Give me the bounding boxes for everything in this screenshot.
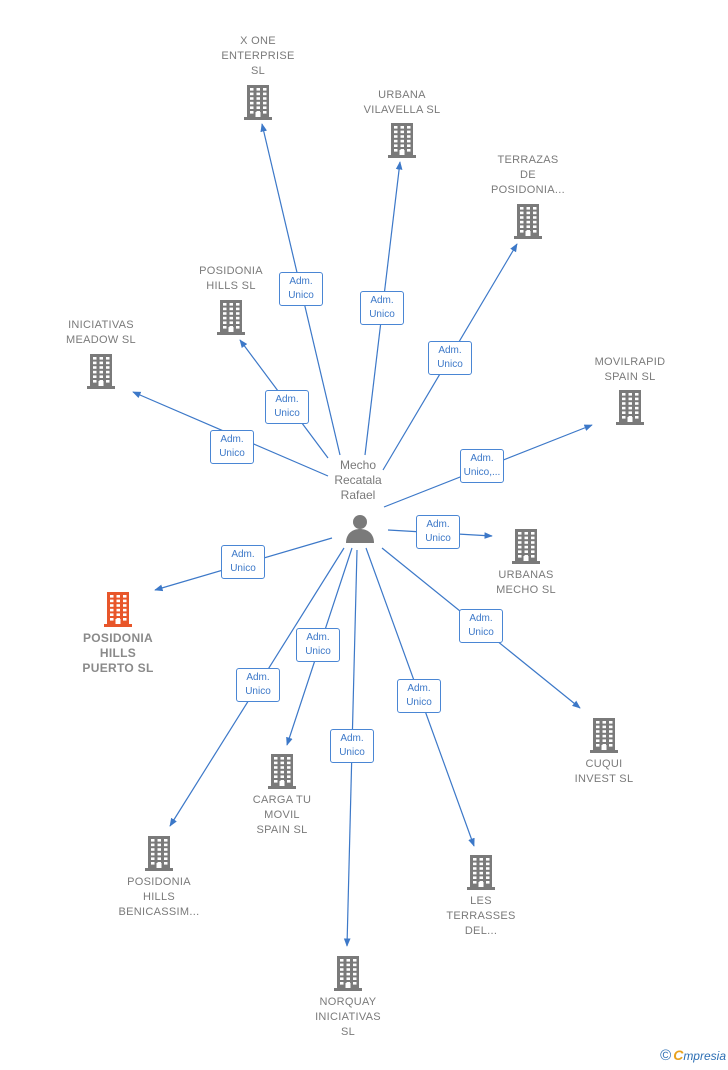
company-name[interactable]: LES TERRASSES DEL... — [446, 895, 516, 937]
building-icon[interactable] — [144, 835, 174, 871]
company-name[interactable]: MOVILRAPID SPAIN SL — [594, 356, 666, 383]
center-person-name[interactable]: Mecho Recatala Rafael — [334, 458, 382, 502]
relationship-label-posidonia-hills[interactable]: Adm. Unico — [265, 390, 309, 424]
relationship-label-posidonia-hills-benicassim[interactable]: Adm. Unico — [236, 668, 280, 702]
company-name[interactable]: POSIDONIA HILLS SL — [199, 265, 263, 292]
relationship-label-norquay-iniciativas[interactable]: Adm. Unico — [330, 729, 374, 763]
company-name[interactable]: X ONE ENTERPRISE SL — [221, 35, 295, 77]
company-name[interactable]: URBANA VILAVELLA SL — [363, 89, 441, 116]
relationship-label-les-terrasses[interactable]: Adm. Unico — [397, 679, 441, 713]
person-icon[interactable] — [344, 512, 376, 544]
building-icon[interactable] — [267, 753, 297, 789]
brand-logo-text: mpresia — [683, 1049, 726, 1063]
building-icon[interactable] — [511, 528, 541, 564]
company-name[interactable]: CARGA TU MOVIL SPAIN SL — [252, 794, 312, 836]
relationship-label-cuqui-invest[interactable]: Adm. Unico — [459, 609, 503, 643]
company-name[interactable]: POSIDONIA HILLS BENICASSIM... — [118, 876, 200, 918]
building-icon[interactable] — [513, 203, 543, 239]
company-name[interactable]: TERRAZAS DE POSIDONIA... — [491, 154, 565, 196]
relationship-label-urbanas-mecho[interactable]: Adm. Unico — [416, 515, 460, 549]
copyright-icon: © — [660, 1047, 672, 1064]
building-icon[interactable] — [86, 353, 116, 389]
building-icon[interactable] — [216, 299, 246, 335]
company-name[interactable]: NORQUAY INICIATIVAS SL — [315, 996, 381, 1038]
company-name[interactable]: POSIDONIA HILLS PUERTO SL — [82, 631, 154, 675]
relationship-label-terrazas-de-posidonia[interactable]: Adm. Unico — [428, 341, 472, 375]
building-icon[interactable] — [243, 84, 273, 120]
relationship-label-carga-tu-movil[interactable]: Adm. Unico — [296, 628, 340, 662]
brand-footer[interactable]: ©Cmpresia — [660, 1047, 726, 1064]
building-icon[interactable] — [589, 717, 619, 753]
building-icon[interactable] — [615, 389, 645, 425]
company-name[interactable]: URBANAS MECHO SL — [496, 569, 556, 596]
relationship-label-movilrapid-spain[interactable]: Adm. Unico,... — [460, 449, 504, 483]
relationship-label-iniciativas-meadow[interactable]: Adm. Unico — [210, 430, 254, 464]
building-icon[interactable] — [387, 122, 417, 158]
relationship-label-urbana-vilavella[interactable]: Adm. Unico — [360, 291, 404, 325]
company-name[interactable]: CUQUI INVEST SL — [574, 758, 634, 785]
relationship-label-x-one-enterprise[interactable]: Adm. Unico — [279, 272, 323, 306]
relationship-label-posidonia-hills-puerto[interactable]: Adm. Unico — [221, 545, 265, 579]
building-icon[interactable] — [103, 591, 133, 627]
building-icon[interactable] — [333, 955, 363, 991]
brand-logo-initial: C — [673, 1047, 684, 1063]
company-name[interactable]: INICIATIVAS MEADOW SL — [66, 319, 136, 346]
building-icon[interactable] — [466, 854, 496, 890]
